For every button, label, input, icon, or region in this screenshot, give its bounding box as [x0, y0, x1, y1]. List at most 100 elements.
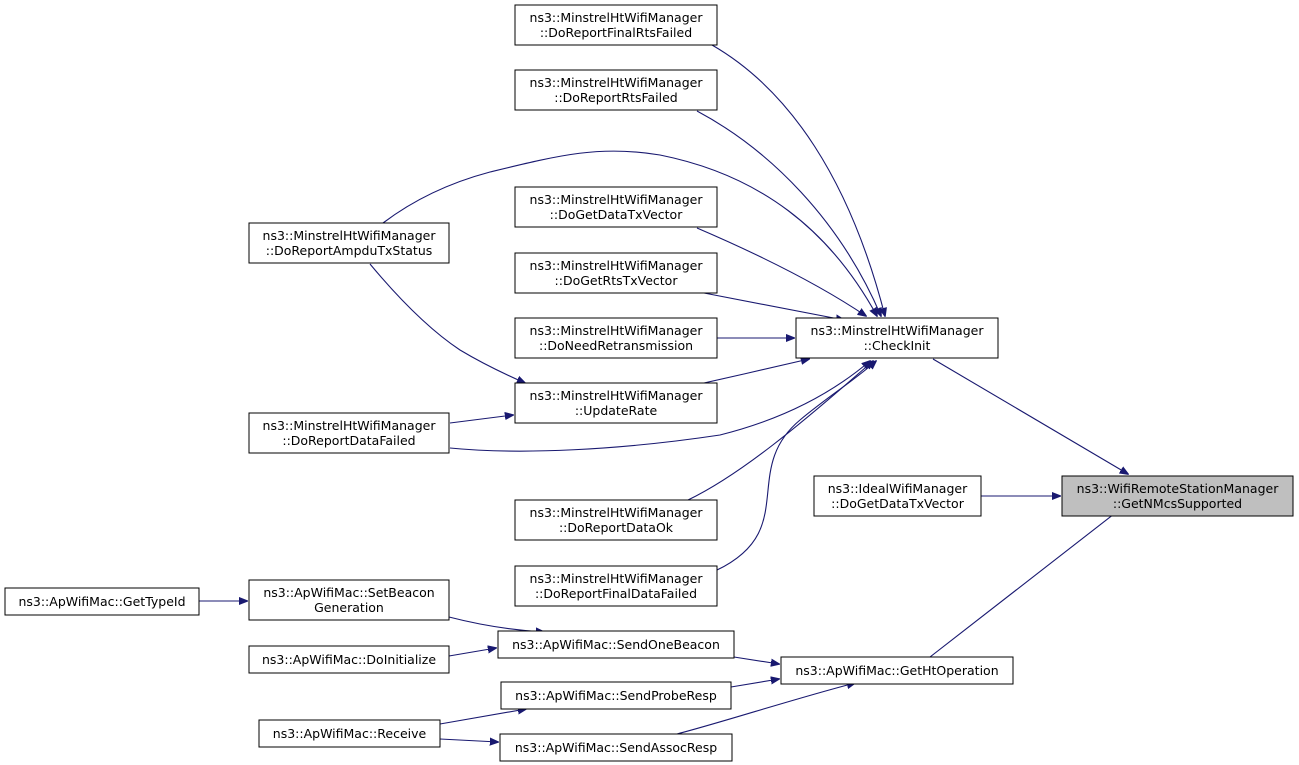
edge-arrow	[929, 500, 1132, 658]
edge-arrow	[676, 683, 855, 735]
node-do-get-data-tx-vector[interactable]: ns3::MinstrelHtWifiManager::DoGetDataTxV…	[514, 186, 718, 228]
node-get-type-id[interactable]: ns3::ApWifiMac::GetTypeId	[4, 587, 200, 616]
edge-do-initialize-to-send-one-beacon	[448, 648, 496, 657]
node-label-line: ns3::MinstrelHtWifiManager	[530, 571, 704, 586]
node-label-line: ::DoGetDataTxVector	[550, 207, 684, 222]
node-label-line: ns3::MinstrelHtWifiManager	[530, 323, 704, 338]
node-label-line: ns3::ApWifiMac::SendOneBeacon	[512, 637, 720, 652]
node-box	[248, 222, 450, 264]
node-ideal-do-get-data-tx-vector[interactable]: ns3::IdealWifiManager::DoGetDataTxVector	[813, 475, 982, 517]
edge-arrow	[439, 739, 498, 742]
node-label-line: ns3::MinstrelHtWifiManager	[263, 228, 437, 243]
node-do-get-rts-tx-vector[interactable]: ns3::MinstrelHtWifiManager::DoGetRtsTxVe…	[514, 252, 718, 294]
edge-arrow	[449, 361, 870, 452]
node-box	[780, 656, 1014, 685]
node-box	[248, 579, 450, 621]
node-box	[514, 252, 718, 294]
edge-arrow	[703, 359, 809, 384]
node-box	[514, 317, 718, 359]
edge-arrow	[439, 709, 526, 725]
node-label-line: ns3::ApWifiMac::SendAssocResp	[515, 740, 717, 755]
edge-arrow	[449, 415, 513, 424]
node-send-probe-resp[interactable]: ns3::ApWifiMac::SendProbeResp	[500, 681, 732, 710]
node-label-line: ::DoReportFinalRtsFailed	[540, 25, 692, 40]
node-box	[514, 186, 718, 228]
node-label-line: ::DoReportAmpduTxStatus	[266, 243, 433, 258]
node-label-line: ns3::ApWifiMac::GetHtOperation	[795, 663, 998, 678]
node-label-line: ::UpdateRate	[575, 403, 658, 418]
node-label-line: ::DoGetRtsTxVector	[555, 273, 679, 288]
node-box	[514, 4, 718, 46]
edge-send-assoc-resp-to-get-ht-operation	[676, 683, 855, 735]
edge-arrow	[730, 679, 779, 688]
node-do-report-ampdu-tx-status[interactable]: ns3::MinstrelHtWifiManager::DoReportAmpd…	[248, 222, 450, 264]
node-box	[248, 412, 450, 454]
edge-arrow	[932, 358, 1128, 474]
node-get-nmcs-supported[interactable]: ns3::WifiRemoteStationManager::GetNMcsSu…	[1061, 475, 1294, 517]
node-box	[514, 382, 718, 424]
node-label-line: ns3::ApWifiMac::SetBeacon	[263, 585, 434, 600]
node-send-assoc-resp[interactable]: ns3::ApWifiMac::SendAssocResp	[499, 733, 733, 762]
node-box	[813, 475, 982, 517]
node-label-line: ns3::IdealWifiManager	[828, 481, 968, 496]
node-label-line: ns3::MinstrelHtWifiManager	[530, 505, 704, 520]
node-label-line: ns3::MinstrelHtWifiManager	[530, 258, 704, 273]
edge-do-get-rts-tx-vector-to-check-init	[703, 292, 844, 320]
node-label-line: ns3::ApWifiMac::Receive	[273, 726, 427, 741]
edge-do-report-data-failed-to-check-init	[449, 361, 870, 452]
node-update-rate[interactable]: ns3::MinstrelHtWifiManager::UpdateRate	[514, 382, 718, 424]
node-label-line: ::GetNMcsSupported	[1113, 496, 1242, 511]
node-do-report-final-rts-failed[interactable]: ns3::MinstrelHtWifiManager::DoReportFina…	[514, 4, 718, 46]
node-label-line: ns3::MinstrelHtWifiManager	[530, 10, 704, 25]
edge-arrow	[733, 656, 779, 664]
edge-arrow	[711, 44, 885, 316]
node-label-line: Generation	[314, 600, 384, 615]
edge-send-one-beacon-to-get-ht-operation	[733, 656, 779, 664]
node-receive[interactable]: ns3::ApWifiMac::Receive	[258, 719, 441, 748]
node-check-init[interactable]: ns3::MinstrelHtWifiManager::CheckInit	[795, 317, 999, 359]
edge-get-ht-operation-to-get-nmcs-supported	[929, 500, 1132, 658]
edge-do-get-data-tx-vector-to-check-init	[696, 227, 866, 316]
node-label-line: ::CheckInit	[864, 338, 931, 353]
edge-receive-to-send-probe-resp	[439, 709, 526, 725]
node-box	[4, 587, 200, 616]
node-label-line: ns3::ApWifiMac::SendProbeResp	[515, 688, 717, 703]
node-label-line: ns3::ApWifiMac::GetTypeId	[18, 594, 185, 609]
edge-update-rate-to-check-init	[703, 359, 809, 384]
edge-receive-to-send-assoc-resp	[439, 739, 498, 742]
node-label-line: ::DoGetDataTxVector	[831, 496, 965, 511]
edge-do-report-final-rts-failed-to-check-init	[711, 44, 885, 316]
edge-arrow	[382, 150, 877, 316]
node-label-line: ns3::MinstrelHtWifiManager	[530, 192, 704, 207]
node-label-line: ::DoReportDataFailed	[282, 433, 415, 448]
edge-do-report-data-failed-to-update-rate	[449, 415, 513, 424]
edge-arrow	[716, 361, 876, 571]
node-label-line: ns3::MinstrelHtWifiManager	[811, 323, 985, 338]
node-send-one-beacon[interactable]: ns3::ApWifiMac::SendOneBeacon	[497, 630, 735, 659]
node-label-line: ns3::ApWifiMac::DoInitialize	[262, 652, 436, 667]
node-label-line: ns3::MinstrelHtWifiManager	[263, 418, 437, 433]
edge-arrow	[703, 292, 844, 320]
node-box	[514, 565, 718, 607]
node-do-report-data-ok[interactable]: ns3::MinstrelHtWifiManager::DoReportData…	[514, 499, 718, 541]
edge-check-init-to-get-nmcs-supported	[932, 358, 1128, 474]
edge-do-report-final-data-failed-to-check-init	[716, 361, 876, 571]
node-label-line: ::DoReportDataOk	[559, 520, 674, 535]
edge-arrow	[369, 263, 525, 383]
edge-send-probe-resp-to-get-ht-operation	[730, 679, 779, 688]
node-do-report-rts-failed[interactable]: ns3::MinstrelHtWifiManager::DoReportRtsF…	[514, 69, 718, 111]
node-do-initialize[interactable]: ns3::ApWifiMac::DoInitialize	[248, 645, 450, 674]
edge-arrow	[448, 616, 544, 632]
node-box	[499, 733, 733, 762]
node-get-ht-operation[interactable]: ns3::ApWifiMac::GetHtOperation	[780, 656, 1014, 685]
node-label-line: ::DoReportFinalDataFailed	[535, 586, 697, 601]
node-label-line: ::DoReportRtsFailed	[554, 90, 678, 105]
node-do-report-final-data-failed[interactable]: ns3::MinstrelHtWifiManager::DoReportFina…	[514, 565, 718, 607]
node-do-report-data-failed[interactable]: ns3::MinstrelHtWifiManager::DoReportData…	[248, 412, 450, 454]
node-do-need-retransmission[interactable]: ns3::MinstrelHtWifiManager::DoNeedRetran…	[514, 317, 718, 359]
edge-arrow	[448, 648, 496, 657]
node-box	[514, 499, 718, 541]
node-box	[500, 681, 732, 710]
